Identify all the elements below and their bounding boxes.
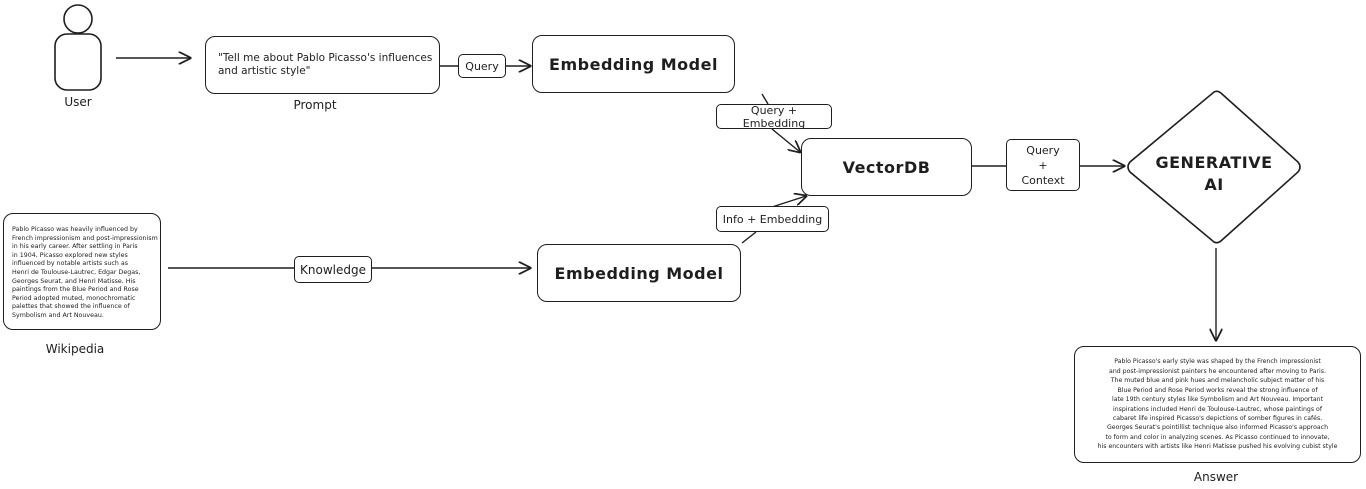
embedding-model-bottom: Embedding Model: [537, 244, 741, 302]
vectordb-node: VectorDB: [801, 138, 972, 196]
wikipedia-text: Pablo Picasso was heavily influenced by …: [12, 226, 158, 319]
query-context-text: Query + Context: [1021, 143, 1065, 187]
arrow-embedding-info: [741, 231, 757, 244]
generative-ai-diamond: [1127, 90, 1301, 244]
arrow-embedding-qe: [761, 93, 769, 105]
answer-caption: Answer: [1193, 470, 1239, 484]
prompt-box: "Tell me about Pablo Picasso's influence…: [205, 36, 440, 94]
user-icon: [54, 4, 102, 91]
prompt-caption: Prompt: [293, 98, 337, 112]
knowledge-chip: Knowledge: [294, 256, 372, 283]
arrow-info-vectordb: [771, 196, 806, 208]
generative-ai-text: GENERATIVE AI: [1155, 153, 1273, 194]
user-caption: User: [64, 95, 92, 109]
query-chip: Query: [458, 54, 506, 78]
answer-text: Pablo Picasso's early style was shaped b…: [1097, 358, 1338, 451]
query-context-chip: Query + Context: [1006, 139, 1080, 191]
arrow-qe-vectordb: [771, 128, 800, 152]
wikipedia-caption: Wikipedia: [45, 342, 105, 356]
answer-box: Pablo Picasso's early style was shaped b…: [1074, 346, 1361, 463]
wikipedia-box: Pablo Picasso was heavily influenced by …: [3, 213, 161, 330]
generative-ai-label: GENERATIVE AI: [1126, 152, 1302, 196]
prompt-text: "Tell me about Pablo Picasso's influence…: [218, 52, 433, 77]
query-embedding-chip: Query + Embedding: [716, 104, 832, 130]
info-embedding-chip: Info + Embedding: [716, 206, 829, 232]
embedding-model-top: Embedding Model: [532, 35, 735, 93]
